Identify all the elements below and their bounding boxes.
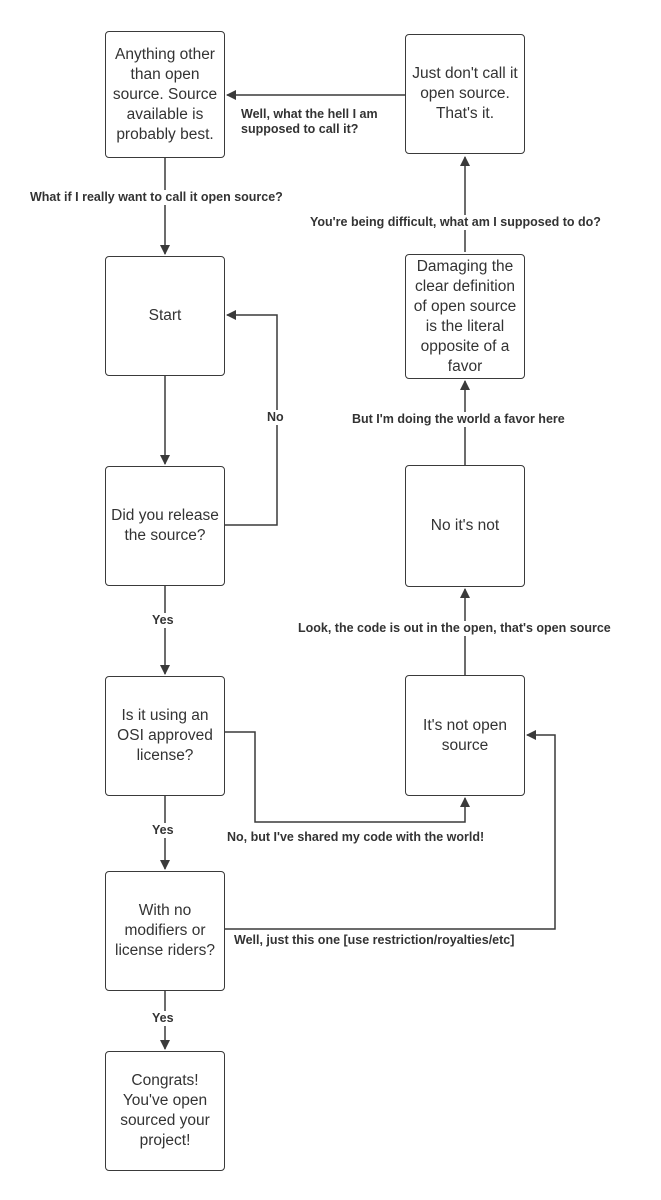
edge-label-what-the-hell: Well, what the hell I am supposed to cal… bbox=[241, 107, 396, 137]
node-release-source: Did you release the source? bbox=[105, 466, 225, 586]
edge-label-doing-favor: But I'm doing the world a favor here bbox=[352, 412, 565, 427]
node-no-its-not-text: No it's not bbox=[430, 517, 500, 534]
edge-label-no: No bbox=[267, 410, 284, 425]
node-start: Start bbox=[105, 256, 225, 376]
node-osi-license: Is it using an OSI approved license? bbox=[105, 676, 225, 796]
node-not-open-source: It's not open source bbox=[405, 675, 525, 796]
edge-label-being-difficult: You're being difficult, what am I suppos… bbox=[310, 215, 601, 230]
node-just-dont-call-text: Just don't call it open source. That's i… bbox=[412, 65, 518, 122]
edge-label-shared-code: No, but I've shared my code with the wor… bbox=[227, 830, 485, 845]
edge-label-yes-3: Yes bbox=[152, 1011, 174, 1026]
node-no-its-not: No it's not bbox=[405, 465, 525, 587]
edge-label-just-this-one: Well, just this one [use restriction/roy… bbox=[234, 933, 515, 948]
edge-no-modifiers-to-not-open-source bbox=[225, 730, 556, 930]
node-osi-license-text: Is it using an OSI approved license? bbox=[117, 707, 213, 764]
node-not-open-source-text: It's not open source bbox=[423, 716, 507, 754]
node-damaging-text: Damaging the clear definition of open so… bbox=[413, 257, 517, 375]
edge-label-really-want: What if I really want to call it open so… bbox=[30, 190, 283, 205]
node-congrats-text: Congrats! You've open sourced your proje… bbox=[120, 1072, 210, 1149]
edge-label-code-in-open: Look, the code is out in the open, that'… bbox=[298, 621, 611, 636]
node-no-modifiers-text: With no modifiers or license riders? bbox=[115, 902, 215, 959]
node-release-source-text: Did you release the source? bbox=[111, 507, 219, 544]
node-start-text: Start bbox=[148, 307, 182, 324]
node-damaging: Damaging the clear definition of open so… bbox=[405, 254, 525, 379]
node-just-dont-call: Just don't call it open source. That's i… bbox=[405, 34, 525, 154]
edge-label-yes-2: Yes bbox=[152, 823, 174, 838]
node-anything-other: Anything other than open source. Source … bbox=[105, 31, 225, 158]
node-no-modifiers: With no modifiers or license riders? bbox=[105, 871, 225, 991]
node-congrats: Congrats! You've open sourced your proje… bbox=[105, 1051, 225, 1171]
node-anything-other-text: Anything other than open source. Source … bbox=[112, 45, 218, 143]
edge-label-yes-1: Yes bbox=[152, 613, 174, 628]
edge-osi-to-not-open-source bbox=[225, 731, 470, 823]
